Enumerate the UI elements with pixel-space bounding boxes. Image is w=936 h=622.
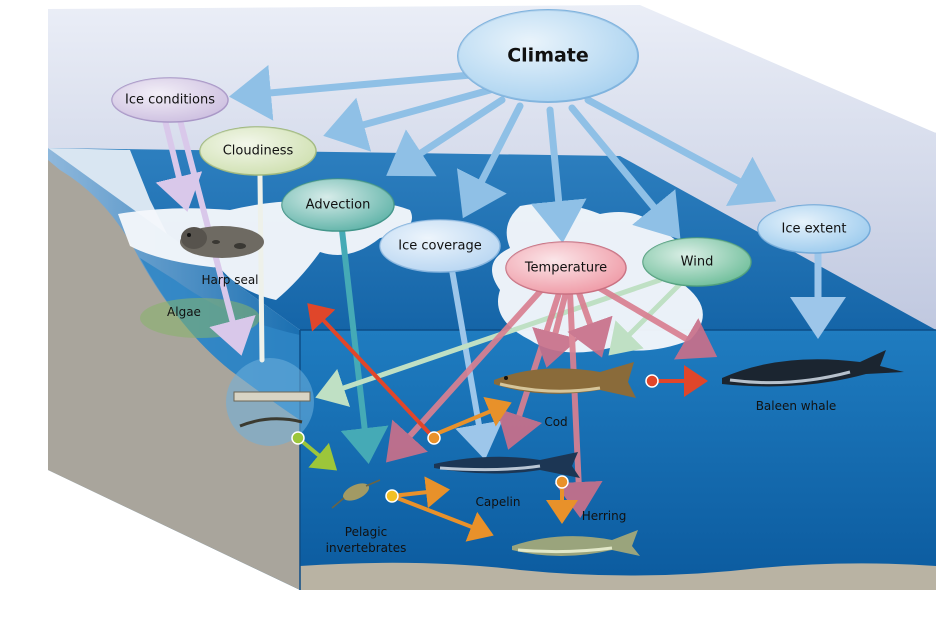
pelagic-label-line2: invertebrates bbox=[326, 541, 407, 555]
node-ice-extent: Ice extent bbox=[757, 204, 871, 254]
herring-label: Herring bbox=[582, 509, 627, 523]
trophic-arrows bbox=[296, 303, 708, 542]
herring-image bbox=[512, 530, 640, 556]
capelin-label: Capelin bbox=[475, 495, 520, 509]
harp-seal-image bbox=[180, 226, 264, 258]
harp-seal-label: Harp seal bbox=[201, 273, 258, 287]
climate-arrows bbox=[229, 64, 777, 243]
ice-algae-image bbox=[233, 391, 311, 428]
node-wind-label: Wind bbox=[681, 255, 714, 270]
trophic-arrow-origins bbox=[291, 374, 659, 503]
node-ice-conditions: Ice conditions bbox=[111, 77, 229, 123]
temperature-arrows bbox=[385, 283, 718, 518]
node-advection-label: Advection bbox=[306, 198, 371, 213]
algae-label: Algae bbox=[167, 305, 201, 319]
node-climate-label: Climate bbox=[507, 45, 589, 67]
seafloor bbox=[300, 562, 936, 590]
node-wind: Wind bbox=[642, 237, 752, 287]
node-ice-conditions-label: Ice conditions bbox=[125, 93, 215, 108]
atmosphere-top-edge bbox=[47, 2, 936, 133]
node-temperature-label: Temperature bbox=[524, 261, 607, 276]
capelin-image bbox=[434, 452, 580, 478]
node-cloudiness: Cloudiness bbox=[199, 126, 317, 176]
node-ice-coverage-label: Ice coverage bbox=[398, 239, 481, 254]
node-climate: Climate bbox=[457, 9, 639, 103]
node-ice-extent-label: Ice extent bbox=[781, 222, 846, 237]
baleen-whale-image bbox=[722, 350, 904, 387]
pelagic-invertebrate-image bbox=[331, 479, 381, 509]
node-temperature: Temperature bbox=[505, 241, 627, 295]
node-cloudiness-label: Cloudiness bbox=[223, 144, 294, 159]
cod-label: Cod bbox=[544, 415, 567, 429]
cod-image bbox=[494, 362, 636, 398]
shore-cross-section bbox=[48, 160, 300, 590]
node-advection: Advection bbox=[281, 178, 395, 232]
pelagic-label-line1: Pelagic bbox=[345, 525, 387, 539]
baleen-whale-label: Baleen whale bbox=[756, 399, 837, 413]
node-ice-coverage: Ice coverage bbox=[379, 219, 501, 273]
